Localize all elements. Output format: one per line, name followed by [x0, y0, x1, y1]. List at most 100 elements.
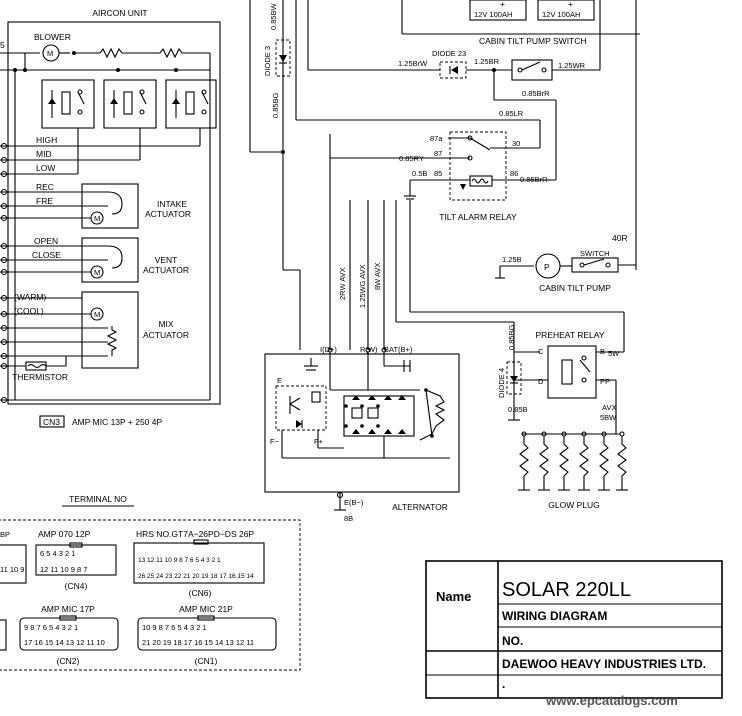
speed-mid: MID: [36, 149, 52, 159]
cn1-top: 10 9 8 7 6 5 4 3 2 1: [142, 623, 207, 632]
intake-label-1: INTAKE: [157, 199, 187, 209]
battery-1-label: 12V 100AH: [474, 10, 512, 19]
relay-pin-30: 30: [512, 139, 520, 148]
title-company: DAEWOO HEAVY INDUSTRIES LTD.: [502, 657, 706, 671]
mix-motor-icon: [90, 307, 104, 321]
vent-label-1: VENT: [155, 255, 178, 265]
preheat-pin-pp: PP: [600, 377, 610, 386]
glow-plug-3: [558, 431, 570, 491]
pump-switch-label: SWITCH: [580, 249, 610, 258]
wire-085lr: 0.85LR: [499, 109, 524, 118]
aircon-unit: AIRCON UNIT 5 BLOWER M: [0, 8, 221, 428]
cn6-row1: 13 12 11 10 9 8 7 6 5 4 3 2 1: [138, 557, 221, 564]
svg-text:+: +: [500, 0, 505, 9]
vertical-harness: 2RW AVX 1.25WG AVX 8W AVX: [282, 200, 625, 352]
vent-actuator: OPEN CLOSE M VENT ACTUATOR: [0, 236, 189, 283]
blower-relay-1: [41, 79, 95, 129]
intake-rec: REC: [36, 182, 54, 192]
wire-8w: 8W AVX: [373, 263, 382, 290]
aircon-title: AIRCON UNIT: [92, 8, 147, 18]
diode-23-label: DIODE 23: [432, 49, 466, 58]
svg-text:M: M: [47, 49, 53, 58]
preheat-pin-d: D: [538, 377, 544, 386]
cn6-head: HRS NO.GT7A−26PD−DS 26P: [136, 529, 254, 539]
vent-label-2: ACTUATOR: [143, 265, 189, 275]
mix-label-1: MIX: [158, 319, 173, 329]
cn6-row2: 26 25 24 23 22 21 20 19 18 17 16 15 14: [138, 573, 254, 580]
cabin-tilt-pump-switch-section: 12V 100AH + 12V 100AH + CABIN TILT PUMP …: [249, 0, 640, 270]
wire-05b: 0.5B: [412, 169, 427, 178]
mix-actuator: (WARM) (COOL) M MIX ACTUATOR: [0, 291, 189, 369]
preheat-pin-c: C: [538, 347, 544, 356]
mix-warm: (WARM): [14, 292, 46, 302]
wire-125wg: 1.25WG AVX: [358, 264, 367, 308]
relay-pin-87a: 87a: [430, 134, 443, 143]
preheat-relay-title: PREHEAT RELAY: [536, 330, 605, 340]
intake-fre: FRE: [36, 196, 53, 206]
mix-label-2: ACTUATOR: [143, 330, 189, 340]
cn4-top: 6 5 4 3 2 1: [40, 549, 75, 558]
title-doc: WIRING DIAGRAM: [502, 609, 607, 623]
thermistor: THERMISTOR: [0, 356, 68, 382]
relay-pin-86: 86: [510, 169, 518, 178]
alt-ground: E(B−): [344, 498, 364, 507]
relay-pin-85: 85: [434, 169, 442, 178]
glow-plug-1: [518, 431, 530, 491]
preheat-wire-5w: 5W: [608, 349, 620, 358]
cn2-bot: 17 16 15 14 13 12 11 10: [24, 638, 105, 647]
wire-085bg: 0.85BG: [271, 92, 280, 118]
term-frag-1: BP: [0, 530, 10, 539]
glow-plug-2: [538, 431, 550, 491]
cn2-top: 9 8 7 6 5 4 3 2 1: [24, 623, 78, 632]
cn4-bot: 12 11 10 9 8 7: [40, 565, 87, 574]
pump-switch-title: CABIN TILT PUMP SWITCH: [479, 36, 587, 46]
pump-wire: 1.25B: [502, 255, 522, 264]
battery-1: [469, 0, 527, 21]
blower-relay-3: [165, 79, 217, 129]
wire-085b-preheat: 0.85B: [508, 405, 528, 414]
cabin-tilt-pump: 40R SWITCH 1.25B P CABIN TILT PUMP: [495, 233, 636, 293]
watermark: www.epcatalogs.com: [545, 693, 678, 708]
cn4-head: AMP 070 12P: [38, 529, 91, 539]
svg-text:M: M: [94, 268, 100, 277]
pump-title: CABIN TILT PUMP: [539, 283, 611, 293]
tilt-alarm-relay-title: TILT ALARM RELAY: [439, 212, 517, 222]
battery-2-label: 12V 100AH: [542, 10, 580, 19]
intake-actuator: REC FRE M INTAKE ACTUATOR: [0, 182, 191, 229]
vent-open: OPEN: [34, 236, 58, 246]
glow-plug-6: [616, 431, 628, 491]
pump-switch[interactable]: [571, 257, 619, 273]
terminal-section: TERMINAL NO BP 11 10 9 AMP 070 12P 6 5 4…: [0, 494, 301, 671]
preheat-relay: PREHEAT RELAY 0.85BG DIODE 4 0.85B C B 5…: [497, 324, 624, 430]
wire-085bw: 0.85BW: [269, 2, 278, 30]
wire-125brw: 1.25BrW: [398, 59, 428, 68]
intake-label-2: ACTUATOR: [145, 209, 191, 219]
blower-relay-2: [103, 79, 157, 129]
cn2-head: AMP MIC 17P: [41, 604, 95, 614]
alternator: I(D+) R(W) BAT(B+) E F− F+: [264, 345, 460, 523]
title-no: NO.: [502, 634, 523, 648]
alternator-title: ALTERNATOR: [392, 502, 448, 512]
aircon-connector: CN3: [43, 417, 60, 427]
wire-2rw: 2RW AVX: [338, 267, 347, 300]
speed-low: LOW: [36, 163, 55, 173]
cn1-bot: 21 20 19 18 17 16 15 14 13 12 11: [142, 638, 254, 647]
svg-text:M: M: [94, 214, 100, 223]
cn2-label: (CN2): [57, 656, 80, 666]
rectifier-diodes: [351, 395, 406, 434]
wire-085brr: 0.85BrR: [522, 89, 550, 98]
wire-125wr: 1.25WR: [558, 61, 586, 70]
diode-4-label: DIODE 4: [497, 368, 506, 398]
alt-term-i: I(D+): [320, 345, 337, 354]
svg-text:+: +: [568, 0, 573, 9]
alt-fplus: F+: [314, 437, 324, 446]
speed-high: HIGH: [36, 135, 57, 145]
preheat-avx-1: AVX: [602, 403, 616, 412]
blower-label: BLOWER: [34, 32, 71, 42]
alt-fminus: F−: [270, 437, 280, 446]
mix-cool: (COOL): [14, 306, 44, 316]
aircon-edge-fragment: 5: [0, 40, 5, 50]
alt-e: E: [277, 376, 282, 385]
wire-125br: 1.25BR: [474, 57, 500, 66]
glow-plug-title: GLOW PLUG: [548, 500, 599, 510]
